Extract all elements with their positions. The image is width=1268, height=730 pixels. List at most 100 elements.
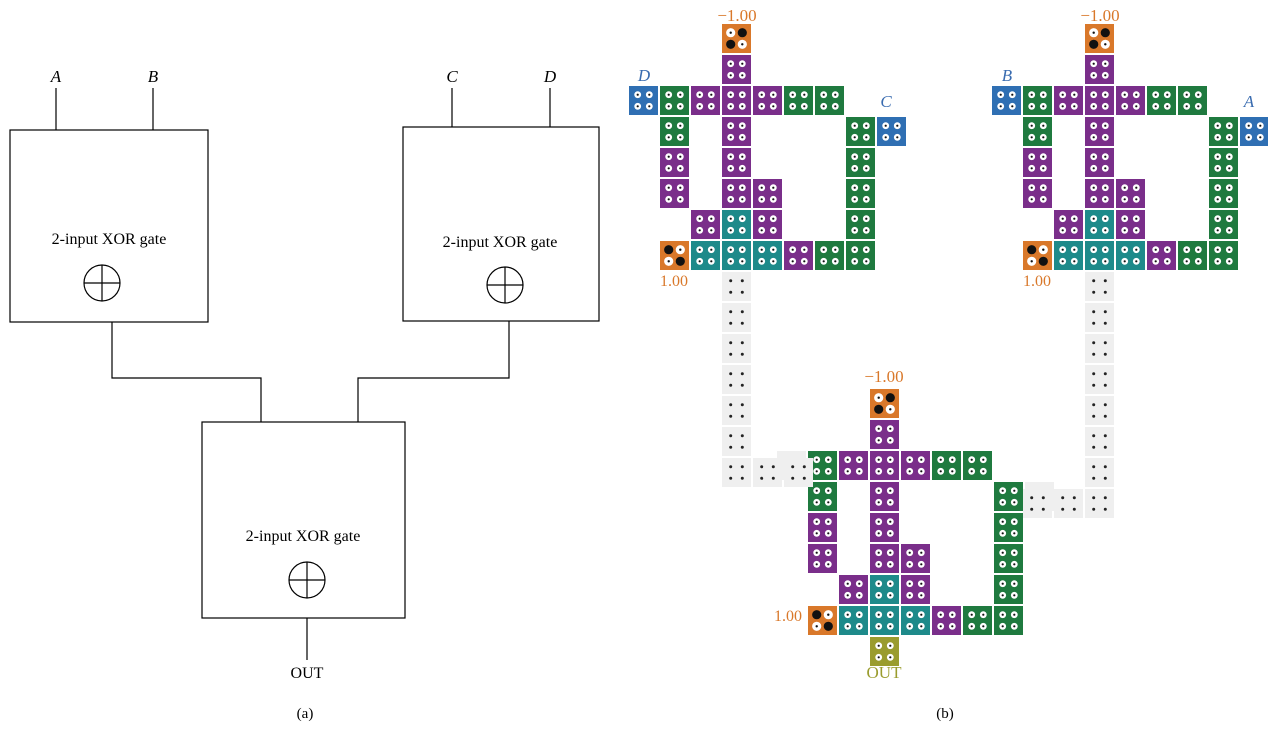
gate-right-input-a: A [1243,92,1255,111]
purple-cell [784,241,813,270]
purple-cell [901,544,930,573]
blue-cell [992,86,1021,115]
purple-cell [1085,148,1114,177]
caption-a: (a) [297,706,314,722]
wire-cell [1023,489,1052,518]
gate-right-bottom-value: 1.00 [1023,273,1051,290]
wire-left-to-bottom [111,322,262,422]
output-label: OUT [291,665,324,682]
purple-cell [870,451,899,480]
panel-a: A B C D 2-input XOR gate 2-input XOR gat… [9,67,600,722]
purple-cell [753,210,782,239]
wire-cell [1085,489,1114,518]
xor-symbol-icon [486,266,524,304]
purple-cell [1023,148,1052,177]
teal-cell [870,575,899,604]
wire-right-to-bottom [357,321,510,422]
wire-cell [722,365,751,394]
purple-cell [870,513,899,542]
purple-cell [870,544,899,573]
green-cell [1178,241,1207,270]
caption-b: (b) [936,706,954,722]
purple-cell [1054,210,1083,239]
green-cell [808,482,837,511]
purple-cell [753,86,782,115]
teal-cell [1116,241,1145,270]
purple-cell [1023,179,1052,208]
wire-cell [722,272,751,301]
purple-cell [660,148,689,177]
teal-cell [1054,241,1083,270]
gate-left-input-c: C [880,92,892,111]
green-cell [1209,179,1238,208]
wire-cell [722,334,751,363]
green-cell [660,86,689,115]
green-cell [660,117,689,146]
purple-cell [753,179,782,208]
blue-cell [1240,117,1268,146]
purple-cell [722,86,751,115]
green-cell [784,86,813,115]
green-cell [846,210,875,239]
green-cell [1209,241,1238,270]
purple-cell [722,55,751,84]
input-label-b: B [148,67,159,86]
panel-b [629,24,1268,666]
input-label-a: A [50,67,62,86]
purple-cell [870,482,899,511]
teal-cell [839,606,868,635]
wire-cell [722,396,751,425]
wire-cell [753,458,782,487]
purple-cell [1147,241,1176,270]
green-cell [1209,117,1238,146]
orange-cell [1023,241,1052,270]
orange-cell [660,241,689,270]
purple-cell [1116,179,1145,208]
purple-cell [870,420,899,449]
green-cell [932,451,961,480]
wire-cell [722,458,751,487]
wire-cell [1085,365,1114,394]
orange-cell [808,606,837,635]
wire-cell [1085,396,1114,425]
panel-b-labels: −1.00 D C 1.00 −1.00 B A 1.00 −1.00 1.00… [637,6,1255,722]
wire-cell [722,303,751,332]
green-cell [994,513,1023,542]
gate-right-top-value: −1.00 [1080,6,1119,25]
green-cell [994,575,1023,604]
wire-cell [1085,427,1114,456]
xor-gate-bottom-label: 2-input XOR gate [246,528,361,545]
xor-symbol-icon [288,561,326,599]
input-label-d: D [543,67,557,86]
wire-cell [722,427,751,456]
teal-cell [722,241,751,270]
xor-gate-right-label: 2-input XOR gate [443,234,558,251]
purple-cell [901,451,930,480]
teal-cell [870,606,899,635]
green-cell [1147,86,1176,115]
purple-cell [1116,210,1145,239]
purple-cell [660,179,689,208]
purple-cell [808,544,837,573]
green-cell [963,606,992,635]
teal-cell [901,606,930,635]
orange-cell [722,24,751,53]
wire-cell [1054,489,1083,518]
teal-cell [753,241,782,270]
purple-cell [808,513,837,542]
green-cell [1023,117,1052,146]
purple-cell [1085,55,1114,84]
orange-cell [1085,24,1114,53]
gate-bottom-top-value: −1.00 [864,367,903,386]
green-cell [963,451,992,480]
green-cell [994,544,1023,573]
xor-gate-bottom [201,421,406,619]
gate-bottom-bottom-value: 1.00 [774,608,802,625]
blue-cell [877,117,906,146]
olive-cell [870,637,899,666]
gate-right-input-b: B [1002,66,1013,85]
purple-cell [722,148,751,177]
green-cell [1209,148,1238,177]
teal-cell [1085,210,1114,239]
